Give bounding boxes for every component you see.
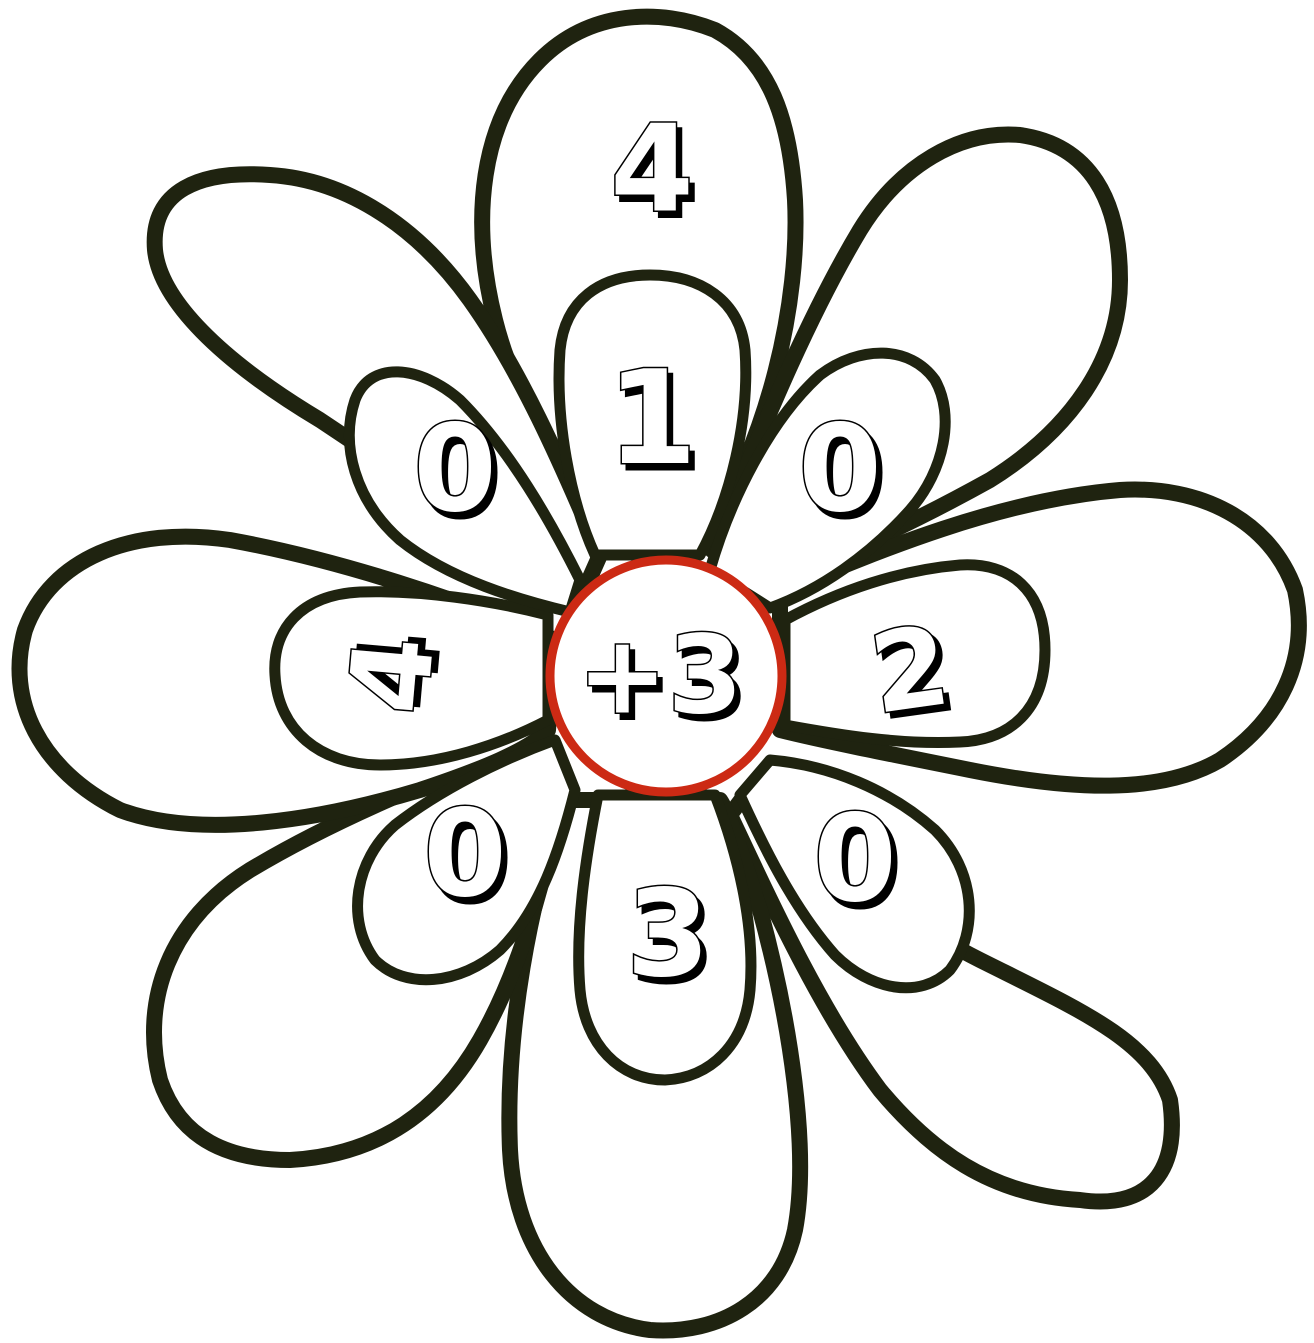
inner-petal-3-number-text: 0 [813, 791, 897, 930]
inner-petal-7-number: 00 [413, 401, 502, 546]
inner-petal-3-number: 00 [813, 791, 902, 936]
inner-petal-0-number-text: 1 [607, 342, 697, 494]
inner-petal-6-number: 44 [325, 626, 466, 719]
inner-petal-4-number: 33 [626, 866, 715, 1011]
inner-petal-7-number-text: 0 [413, 401, 497, 540]
inner-petal-5-number: 00 [423, 786, 512, 931]
inner-petal-4-number-text: 3 [626, 866, 710, 1005]
center-label: +3+3 [577, 614, 748, 745]
center-label-text: +3 [577, 614, 743, 739]
inner-petal-1-number: 00 [798, 401, 887, 546]
inner-petal-5-number-text: 0 [423, 786, 507, 925]
inner-petal-0-number: 11 [607, 342, 702, 500]
inner-petal-1-number-text: 0 [798, 401, 882, 540]
inner-petal-6-number-text: 4 [325, 631, 459, 718]
outer-petal-0-number: 44 [610, 101, 699, 246]
outer-petal-0-number-text: 4 [610, 101, 694, 240]
